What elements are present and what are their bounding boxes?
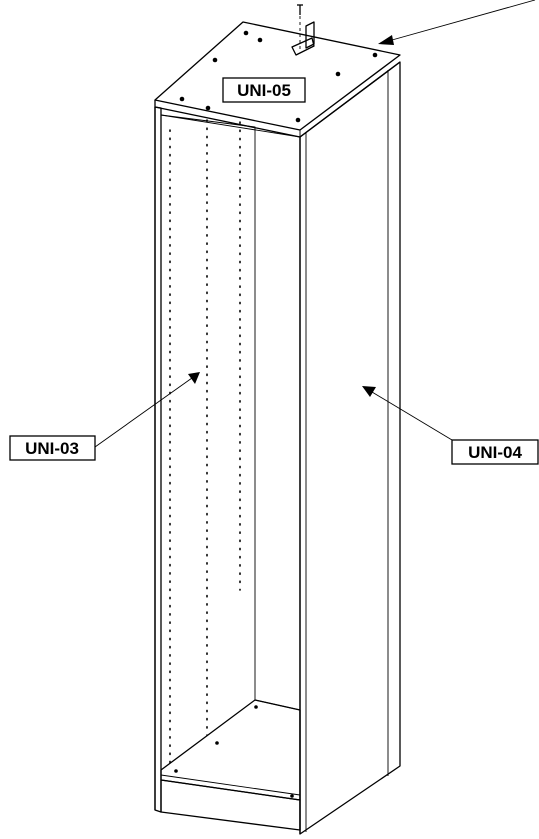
bracket-and-screw — [291, 4, 315, 56]
label-uni-05-text: UNI-05 — [237, 81, 291, 100]
bottom-rail — [160, 774, 301, 831]
label-uni-03-text: UNI-03 — [25, 439, 79, 458]
label-uni-05: UNI-05 — [222, 77, 306, 103]
left-side-panel — [154, 106, 256, 813]
right-side-panel — [299, 61, 401, 835]
pointer-arrows — [94, 0, 536, 448]
label-uni-04: UNI-04 — [451, 439, 539, 465]
label-uni-04-text: UNI-04 — [468, 443, 522, 462]
label-uni-03: UNI-03 — [9, 435, 96, 461]
cabinet-interior — [160, 114, 301, 801]
